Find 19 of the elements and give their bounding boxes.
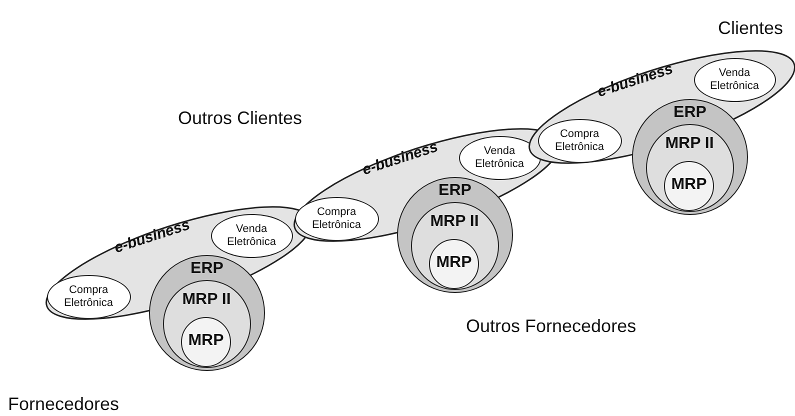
- system-name: ERP: [672, 103, 708, 122]
- mrp-circle: [664, 161, 714, 211]
- party-label: Outros Fornecedores: [466, 316, 636, 337]
- system-name: MRP II: [429, 212, 480, 230]
- mrp-ii-circle: [646, 124, 734, 212]
- system-name: MRP: [187, 331, 225, 350]
- system-name: ERP: [438, 181, 472, 200]
- system-name: MRP II: [181, 290, 232, 308]
- system-name: ERP: [190, 259, 224, 278]
- system-name: MRP: [435, 253, 473, 272]
- party-label: Fornecedores: [8, 394, 120, 415]
- system-name: MRP: [670, 175, 708, 194]
- mrp-circle: [429, 239, 479, 289]
- system-name: MRP II: [664, 134, 715, 152]
- party-label: Outros Clientes: [178, 108, 302, 129]
- mrp-circle: [181, 317, 231, 367]
- party-label: Clientes: [718, 18, 784, 39]
- mrp-ii-circle: [162, 280, 250, 368]
- mrp-ii-circle: [410, 202, 498, 290]
